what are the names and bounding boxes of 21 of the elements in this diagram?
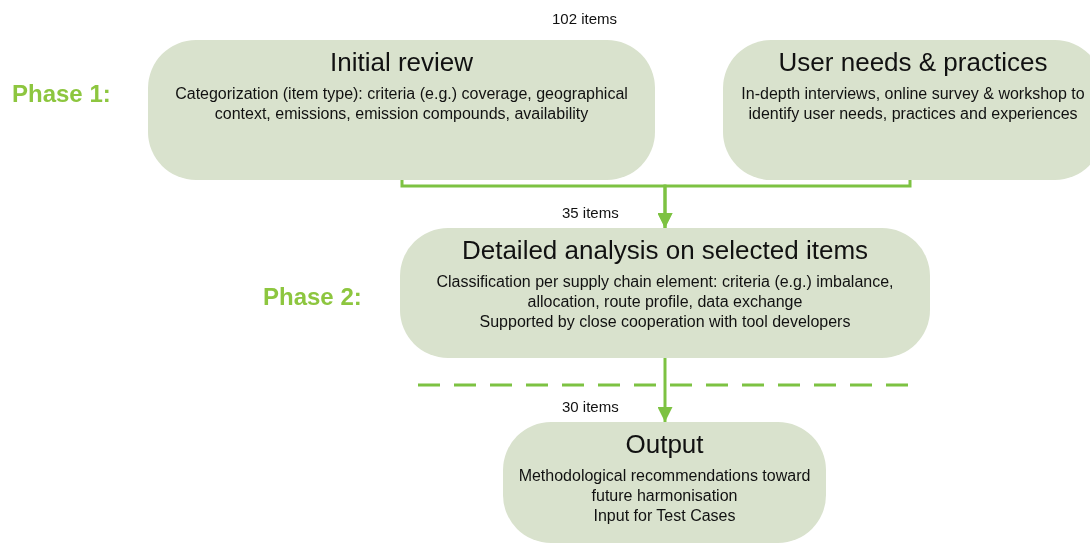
item-count: 30 items bbox=[562, 398, 619, 415]
arrow bbox=[657, 358, 673, 422]
box-description: In-depth interviews, online survey & workshop to identify user needs, practices and experiences bbox=[740, 84, 1086, 124]
item-count: 35 items bbox=[562, 204, 619, 221]
box-description: Classification per supply chain element: criteria (e.g.) imbalance, allocation, route profile, data exchange bbox=[435, 272, 895, 312]
box-title: Output bbox=[625, 428, 704, 460]
item-count: 102 items bbox=[552, 10, 618, 27]
box-description: Categorization (item type): criteria (e.g.) coverage, geographical context, emissions, emission compounds, availability bbox=[174, 84, 629, 124]
rounded-box bbox=[400, 228, 930, 358]
box-description: Methodological recommendations toward future harmonisation bbox=[517, 466, 812, 506]
box-title: User needs & practices bbox=[778, 46, 1048, 78]
phase-label: Phase 2: bbox=[263, 283, 362, 311]
arrow bbox=[657, 180, 912, 228]
rounded-box bbox=[723, 40, 1090, 180]
phase-label: Phase 1: bbox=[12, 80, 111, 108]
box-description: Supported by close cooperation with tool developers bbox=[478, 312, 852, 332]
rounded-box bbox=[148, 40, 655, 180]
box-title: Detailed analysis on selected items bbox=[461, 234, 869, 266]
box-title: Initial review bbox=[329, 46, 474, 78]
rounded-box bbox=[503, 422, 826, 543]
box-description: Input for Test Cases bbox=[592, 506, 737, 526]
